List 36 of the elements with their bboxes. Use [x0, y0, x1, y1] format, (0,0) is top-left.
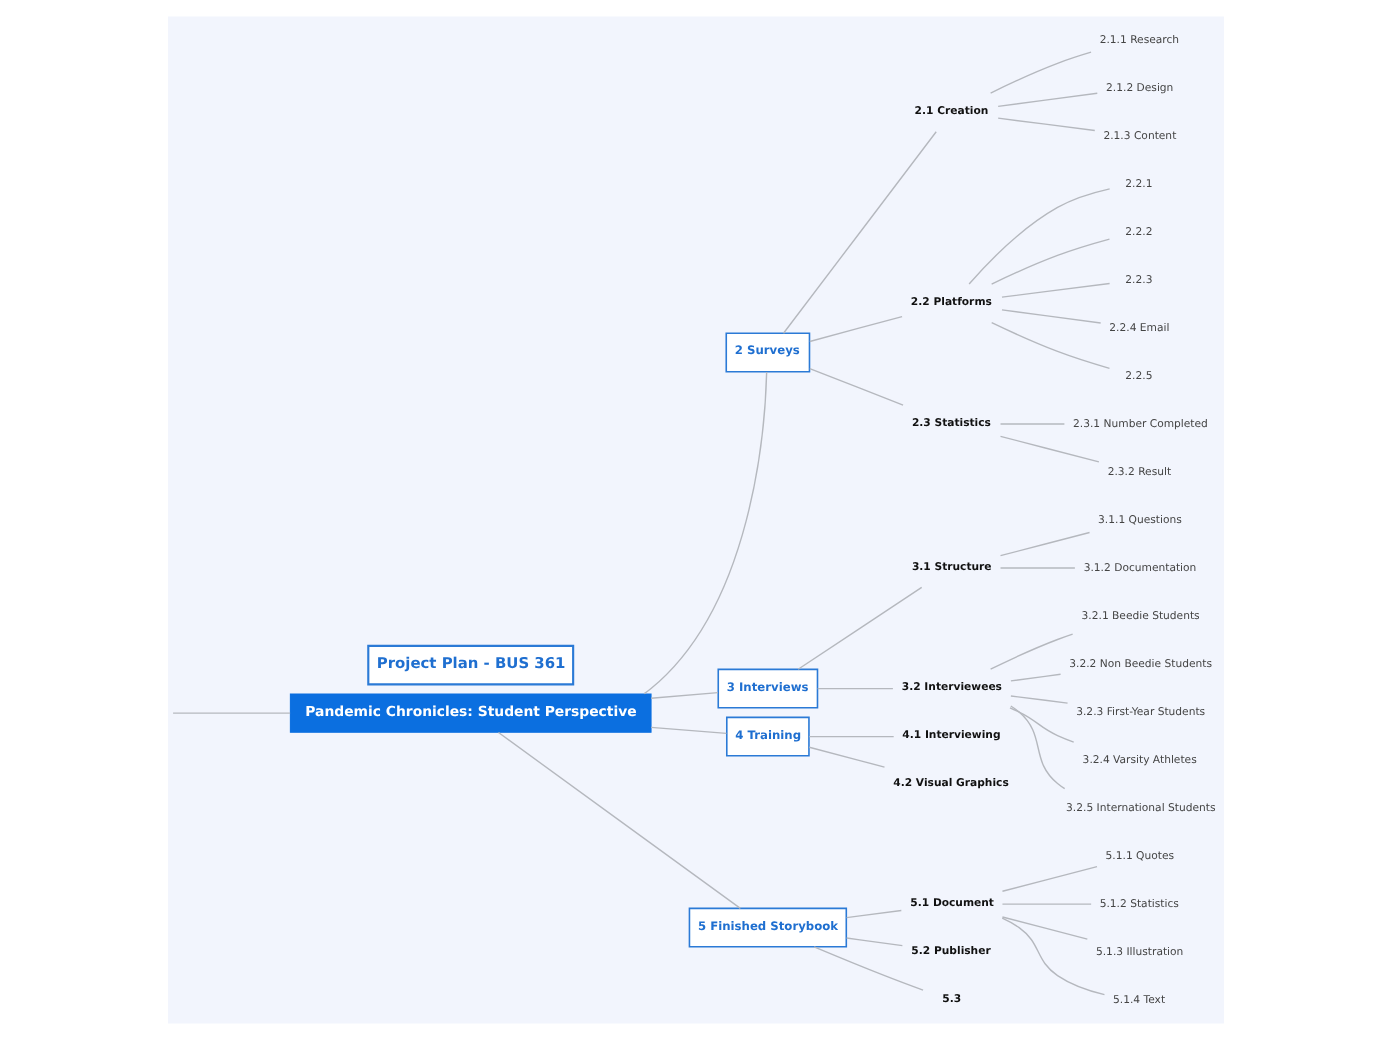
connector [1001, 916, 1089, 940]
connector [782, 131, 937, 334]
connector [813, 946, 924, 991]
connector [172, 712, 291, 714]
connector [999, 435, 1100, 463]
connector [999, 423, 1066, 425]
connector [1001, 917, 1106, 996]
connector [845, 909, 903, 919]
connector [999, 567, 1076, 569]
connector [991, 321, 1111, 370]
connector [808, 735, 895, 738]
connector [845, 937, 904, 947]
connector [989, 633, 1074, 670]
connector [1001, 903, 1092, 905]
connector [1010, 695, 1069, 704]
connector [797, 586, 923, 670]
connector [1001, 282, 1111, 298]
connector [650, 726, 728, 735]
connector [817, 687, 894, 690]
connector [809, 367, 904, 406]
connector [809, 315, 903, 343]
connector [989, 51, 1092, 94]
connector [808, 746, 886, 768]
connector [643, 371, 768, 695]
connector [990, 238, 1111, 285]
connector [999, 531, 1091, 557]
connector [997, 92, 1098, 108]
connector [1001, 865, 1098, 892]
connector [1010, 673, 1062, 682]
connector [997, 117, 1096, 132]
connector [497, 731, 742, 910]
connector [650, 691, 719, 699]
connector [1001, 309, 1102, 324]
connector [1009, 707, 1075, 743]
connector [1010, 705, 1066, 790]
connector [968, 188, 1111, 285]
